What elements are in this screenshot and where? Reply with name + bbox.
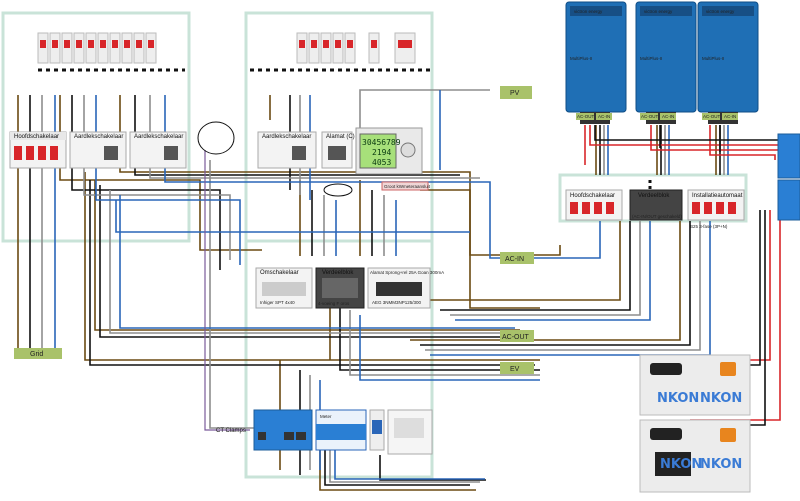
groot-kwh-tag: Groot kWmeteraansluit [381,181,431,191]
ac-out-label: AC-OUT [502,334,530,341]
hoofdschakelaar-2: Hoofdschakelaar [565,189,623,221]
purple-ct-wire [204,150,250,431]
victron-inverter-3: victron energy MultiPlus-II [697,1,759,124]
ac-in-out-label: (AC-IN/OUT geschakeld) [632,214,682,219]
aeg-label: AEG 3NMM3NP125/300 [372,300,422,305]
ev-label: EV [510,366,520,373]
b25-label: B25 3-fase (3P+N) [690,224,728,229]
victron-inverter-1: victron energy MultiPlus-II [565,1,627,124]
energy-meter: 30456789 2194 4053 [355,127,423,175]
multiplus-2-label: MultiPlus-II [640,56,662,61]
cerbo-gx [253,409,313,451]
nkon-3-logo: NKON [660,457,702,472]
top-breakers-main [37,32,157,64]
alamat-breaker: Alamat (C) [321,131,355,169]
victron-3-brand: victron energy [706,9,735,14]
hoofdschakelaar-1: Hoofdschakelaar [9,131,67,169]
inverter-ac-tags: AC-OUT AC-IN AC-OUT AC-IN AC-OUT AC-IN [576,113,738,120]
alamat-sprong: Alamat Sprong+rel 25A Goan 300mA AEG 3NM… [367,267,444,309]
inverter-panel-enclosure [558,173,748,223]
alamat-sprong-label: Alamat Sprong+rel 25A Goan 300mA [370,270,444,275]
hoofdschakelaar-2-label: Hoofdschakelaar [570,193,615,199]
groot-kwh-label: Groot kWmeteraansluit [384,184,431,189]
lynx-distributors [777,133,800,221]
ct-clamps-label: CT Clamps [216,428,246,434]
blue-wires [54,90,729,480]
meter-device: Meter [315,409,367,451]
verdeelblok-1-label: Verdeelblok [322,270,354,276]
ac-out-tag: AC-OUT [500,330,534,342]
lower-panel-enclosure [244,239,434,479]
inhiger-label: Inhiger SPT 4x40 [260,300,295,305]
ac-in-label: AC-IN [505,256,524,263]
aardlekschakelaar-3-label: Aardlekschakelaar [262,134,311,140]
ac-in-tag-c: AC-IN [724,114,736,119]
meter-display-line1: 30456789 [362,138,401,147]
aardlekschakelaar-2: Aardlekschakelaar [129,131,187,169]
multiplus-3-label: MultiPlus-II [702,56,724,61]
aardlekschakelaar-2-label: Aardlekschakelaar [134,134,183,140]
multiplus-1-label: MultiPlus-II [570,56,592,61]
aardlekschakelaar-1-label: Aardlekschakelaar [74,134,123,140]
nkon-battery-2: NKON NKON [639,419,751,493]
ac-out-tag-a: AC-OUT [577,114,594,119]
ev-tag: EV [500,362,534,374]
crossing-marker-2 [323,183,353,197]
grid-tag: Grid [14,348,62,359]
meter-device-label: Meter [320,414,332,419]
main-panel-enclosure [1,11,191,243]
victron-1-brand: victron energy [574,9,603,14]
aardlekschakelaar-3: Aardlekschakelaar [257,131,317,169]
top-breakers-sub [296,32,416,64]
meter-display-line3: 4053 [372,158,391,167]
verdeelblok-2: Verdeelblok (AC-IN/OUT geschakeld) [629,189,683,221]
verdeelblok-1: Verdeelblok 4-voeing F oros [315,267,365,309]
installatieautomaat: Installatieautomaat B25 3-fase (3P+N) [687,189,745,229]
pv-tag: PV [500,86,532,99]
ac-in-tag-a: AC-IN [598,114,610,119]
verdeelblok-2-label: Verdeelblok [638,193,670,199]
black-wires [29,95,721,486]
nkon-battery-1: NKON NKON [639,354,751,416]
ac-out-tag-c: AC-OUT [703,114,720,119]
nkon-4-logo: NKON [700,457,742,472]
alamat-label: Alamat (C) [326,134,355,140]
ac-in-tag-b: AC-IN [662,114,674,119]
pv-label: PV [510,90,520,97]
ac-out-tag-b: AC-OUT [641,114,658,119]
installatieautomaat-label: Installatieautomaat [692,193,743,199]
aardlekschakelaar-1: Aardlekschakelaar [69,131,127,169]
4voeing-label: 4-voeing F oros [318,301,350,306]
nkon-2-logo: NKON [700,391,742,406]
nkon-1-logo: NKON [657,391,699,406]
hoofdschakelaar-1-label: Hoofdschakelaar [14,134,59,140]
rcd-device [369,409,433,455]
victron-2-brand: victron energy [644,9,673,14]
victron-inverter-2: victron energy MultiPlus-II [635,1,697,124]
grid-label: Grid [30,351,43,358]
meter-display-line2: 2194 [372,148,391,157]
ac-in-tag: AC-IN [500,252,534,264]
crossing-marker-1 [197,121,235,155]
omschakelaar: Omschakelaar Inhiger SPT 4x40 [255,267,313,309]
omschakelaar-label: Omschakelaar [260,270,299,276]
